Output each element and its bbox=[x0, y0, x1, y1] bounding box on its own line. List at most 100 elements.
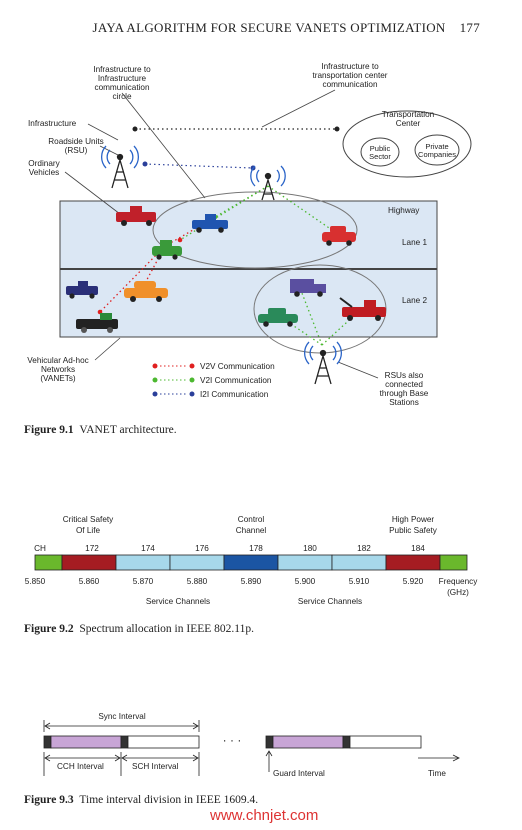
private-label-1: Private bbox=[425, 142, 448, 151]
channel-174: 174 bbox=[141, 544, 155, 553]
lane1-label: Lane 1 bbox=[402, 238, 427, 247]
vanet-label-2: Networks bbox=[41, 365, 75, 374]
freq-5870: 5.870 bbox=[133, 577, 154, 586]
tc-label-1: Transportation bbox=[382, 110, 435, 119]
interval-bar-2 bbox=[265, 735, 422, 749]
rsu-tower-icon bbox=[100, 145, 140, 189]
page-header: JAYA ALGORITHM FOR SECURE VANETS OPTIMIZ… bbox=[92, 20, 480, 36]
orange-car-icon bbox=[124, 281, 168, 302]
channel-172: 172 bbox=[85, 544, 99, 553]
private-companies bbox=[414, 134, 460, 166]
channel-178: 178 bbox=[249, 544, 263, 553]
caption-text: Spectrum allocation in IEEE 802.11p. bbox=[79, 623, 254, 635]
service-channels-left: Service Channels bbox=[146, 597, 210, 606]
legend-v2v: V2V Communication bbox=[200, 362, 275, 371]
frequency-unit: (GHz) bbox=[447, 588, 469, 597]
inf2inf-label-3: communication bbox=[94, 83, 150, 92]
v2v-links bbox=[99, 225, 201, 313]
rsus-bs-label-1: RSUs also bbox=[385, 371, 424, 380]
base-station-tower-icon bbox=[303, 341, 343, 385]
caption-text: Time interval division in IEEE 1609.4. bbox=[79, 794, 259, 806]
rsu-label-1: Roadside Units bbox=[48, 137, 104, 146]
freq-5890: 5.890 bbox=[241, 577, 262, 586]
caption-text: VANET architecture. bbox=[79, 424, 177, 436]
tow-truck-icon bbox=[339, 297, 386, 321]
caption-number: Figure 9.1 bbox=[24, 424, 74, 436]
transportation-center bbox=[342, 110, 472, 178]
freq-5850: 5.850 bbox=[25, 577, 46, 586]
lane2-label: Lane 2 bbox=[402, 296, 427, 305]
channel-180: 180 bbox=[303, 544, 317, 553]
sync-interval-label: Sync Interval bbox=[98, 712, 146, 721]
public-label-1: Public bbox=[370, 144, 391, 153]
service-channels-right: Service Channels bbox=[298, 597, 362, 606]
ch-label: CH bbox=[34, 544, 46, 553]
caption-number: Figure 9.3 bbox=[24, 794, 74, 806]
black-pickup-icon bbox=[76, 313, 118, 333]
legend-v2i: V2I Communication bbox=[200, 376, 272, 385]
legend: V2V Communication V2I Communication I2I … bbox=[152, 362, 275, 399]
ellipsis: · · · bbox=[223, 733, 242, 747]
red-pickup-icon bbox=[116, 206, 156, 226]
navy-pickup-icon bbox=[66, 281, 98, 299]
page-number: 177 bbox=[459, 20, 480, 35]
red-car-icon bbox=[322, 226, 356, 246]
highway-rsu-tower-icon bbox=[250, 165, 286, 201]
label-critical-safety-2: Of Life bbox=[76, 526, 101, 535]
channel-182: 182 bbox=[357, 544, 371, 553]
time-interval-figure: Sync Interval · · · CCH Interval SCH Int… bbox=[43, 712, 460, 778]
infrastructure-label: Infrastructure bbox=[28, 119, 77, 128]
vanet-label-3: (VANETs) bbox=[40, 374, 76, 383]
spectrum-allocation-figure: Critical Safety Of Life Control Channel … bbox=[25, 515, 479, 606]
channel-184: 184 bbox=[411, 544, 425, 553]
public-label-2: Sector bbox=[369, 152, 391, 161]
caption-number: Figure 9.2 bbox=[24, 623, 74, 635]
figure-9-3-caption: Figure 9.3 Time interval division in IEE… bbox=[24, 794, 258, 806]
time-label: Time bbox=[428, 769, 446, 778]
label-high-power-2: Public Safety bbox=[389, 526, 438, 535]
vanet-label-1: Vehicular Ad-hoc bbox=[27, 356, 88, 365]
inf2inf-label-4: circle bbox=[112, 92, 132, 101]
inf2inf-label-1: Infrastructure to bbox=[93, 65, 151, 74]
running-title: JAYA ALGORITHM FOR SECURE VANETS OPTIMIZ… bbox=[92, 20, 446, 35]
vanet-architecture-figure: Infrastructure to Infrastructure communi… bbox=[27, 62, 472, 407]
watermark: www.chnjet.com bbox=[210, 807, 319, 824]
interval-bar-1 bbox=[43, 735, 200, 749]
inf2tc-label-1: Infrastructure to bbox=[321, 62, 379, 71]
figure-9-1-caption: Figure 9.1 VANET architecture. bbox=[24, 424, 177, 436]
sch-interval-label: SCH Interval bbox=[132, 762, 179, 771]
freq-5920: 5.920 bbox=[403, 577, 424, 586]
label-high-power-1: High Power bbox=[392, 515, 435, 524]
rsus-bs-label-4: Stations bbox=[389, 398, 419, 407]
private-label-2: Companies bbox=[418, 150, 456, 159]
label-control-channel-2: Channel bbox=[236, 526, 267, 535]
spectrum-bar bbox=[34, 554, 468, 571]
ordinary-label-1: Ordinary bbox=[28, 159, 60, 168]
blue-pickup-icon bbox=[192, 214, 228, 233]
inf2tc-label-2: transportation center bbox=[312, 71, 387, 80]
highway-label: Highway bbox=[388, 206, 420, 215]
figure-9-2-caption: Figure 9.2 Spectrum allocation in IEEE 8… bbox=[24, 623, 254, 635]
label-control-channel-1: Control bbox=[238, 515, 265, 524]
label-critical-safety-1: Critical Safety bbox=[63, 515, 114, 524]
guard-interval-label: Guard Interval bbox=[273, 769, 325, 778]
i2i-link bbox=[144, 163, 254, 169]
green-van-icon bbox=[152, 240, 182, 260]
channel-176: 176 bbox=[195, 544, 209, 553]
freq-5860: 5.860 bbox=[79, 577, 100, 586]
purple-truck-icon bbox=[290, 279, 326, 297]
freq-5880: 5.880 bbox=[187, 577, 208, 586]
v2i-circle-upper bbox=[152, 191, 358, 269]
cch-interval-label: CCH Interval bbox=[57, 762, 104, 771]
freq-5900: 5.900 bbox=[295, 577, 316, 586]
ordinary-label-2: Vehicles bbox=[29, 168, 60, 177]
frequency-label: Frequency bbox=[439, 577, 479, 586]
green-car-icon bbox=[258, 308, 298, 327]
tc-label-2: Center bbox=[396, 119, 421, 128]
freq-5910: 5.910 bbox=[349, 577, 370, 586]
public-sector bbox=[360, 137, 400, 167]
legend-i2i: I2I Communication bbox=[200, 390, 269, 399]
rsus-bs-label-2: connected bbox=[385, 380, 423, 389]
rsu-label-2: (RSU) bbox=[65, 146, 88, 155]
inf2tc-label-3: communication bbox=[322, 80, 378, 89]
